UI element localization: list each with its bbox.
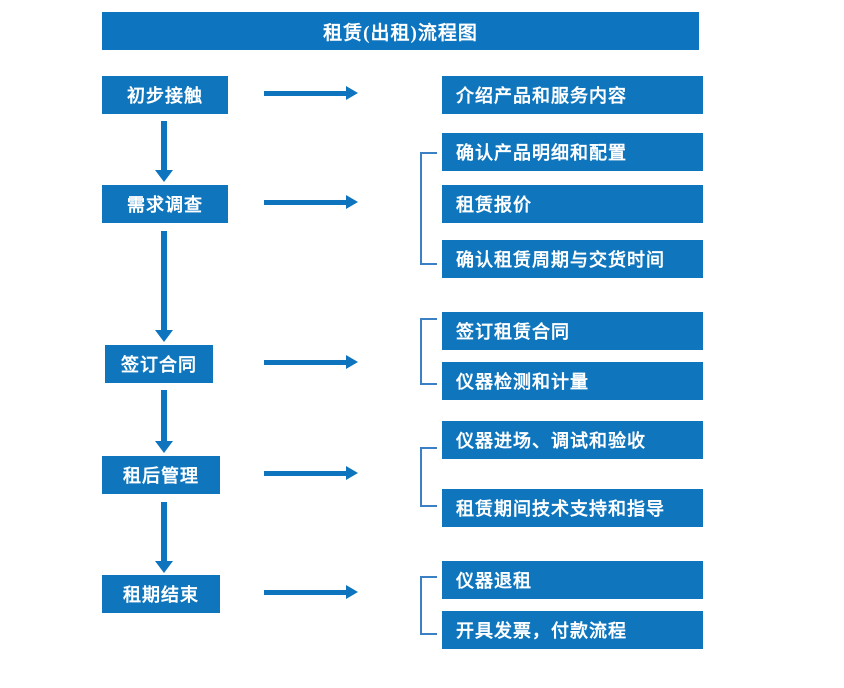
detail-label: 仪器退租: [456, 571, 532, 591]
stage-label: 租后管理: [123, 466, 199, 486]
flow-arrow-down-2: [155, 231, 173, 342]
detail-box-zulin-baojia[interactable]: 租赁报价: [442, 185, 703, 223]
detail-box-jieshao-chanpin[interactable]: 介绍产品和服务内容: [442, 76, 703, 114]
detail-label: 确认产品明细和配置: [456, 143, 627, 163]
detail-box-queren-chanpin-mingxi[interactable]: 确认产品明细和配置: [442, 133, 703, 171]
detail-label: 租赁期间技术支持和指导: [456, 499, 665, 519]
detail-box-yiqi-jinchang-tiaoshi[interactable]: 仪器进场、调试和验收: [442, 421, 703, 459]
branch-arrow-right-5: [264, 585, 358, 599]
detail-label: 介绍产品和服务内容: [456, 86, 627, 106]
branch-arrow-right-3: [264, 355, 358, 369]
detail-box-queren-zulin-zhouqi[interactable]: 确认租赁周期与交货时间: [442, 240, 703, 278]
stage-box-zuqi-jieshu[interactable]: 租期结束: [102, 575, 220, 613]
stage-label: 租期结束: [123, 585, 199, 605]
page-title: 租赁(出租)流程图: [323, 22, 478, 44]
stage-box-xuqiu-diaocha[interactable]: 需求调查: [102, 185, 228, 223]
group-bracket-zuqi-jieshu: [420, 576, 437, 635]
branch-arrow-right-4: [264, 466, 358, 480]
detail-box-yiqi-tuizu[interactable]: 仪器退租: [442, 561, 703, 599]
branch-arrow-right-2: [264, 195, 358, 209]
group-bracket-qianding-hetong: [420, 318, 437, 385]
group-bracket-zuhou-guanli: [420, 447, 437, 507]
detail-label: 确认租赁周期与交货时间: [456, 250, 665, 270]
detail-label: 仪器检测和计量: [456, 372, 589, 392]
detail-label: 签订租赁合同: [456, 322, 570, 342]
diagram-title-bar: 租赁(出租)流程图: [102, 12, 699, 50]
group-bracket-xuqiu-diaocha: [420, 152, 437, 265]
detail-label: 租赁报价: [456, 195, 532, 215]
flow-arrow-down-1: [155, 121, 173, 182]
flow-arrow-down-4: [155, 502, 173, 573]
stage-box-zuhou-guanli[interactable]: 租后管理: [102, 456, 220, 494]
detail-label: 开具发票，付款流程: [456, 621, 627, 641]
stage-label: 签订合同: [121, 355, 197, 375]
detail-box-zulin-qijian-jishu-zhichi[interactable]: 租赁期间技术支持和指导: [442, 489, 703, 527]
stage-label: 初步接触: [127, 86, 203, 106]
branch-arrow-right-1: [264, 86, 358, 100]
detail-label: 仪器进场、调试和验收: [456, 431, 646, 451]
stage-label: 需求调查: [127, 195, 203, 215]
detail-box-yiqi-jiance-jiliang[interactable]: 仪器检测和计量: [442, 362, 703, 400]
detail-box-kaiju-fapiao[interactable]: 开具发票，付款流程: [442, 611, 703, 649]
flow-arrow-down-3: [155, 390, 173, 453]
stage-box-qianding-hetong[interactable]: 签订合同: [105, 345, 213, 383]
stage-box-chubu-jiechu[interactable]: 初步接触: [102, 76, 228, 114]
detail-box-qianding-zulin-hetong[interactable]: 签订租赁合同: [442, 312, 703, 350]
